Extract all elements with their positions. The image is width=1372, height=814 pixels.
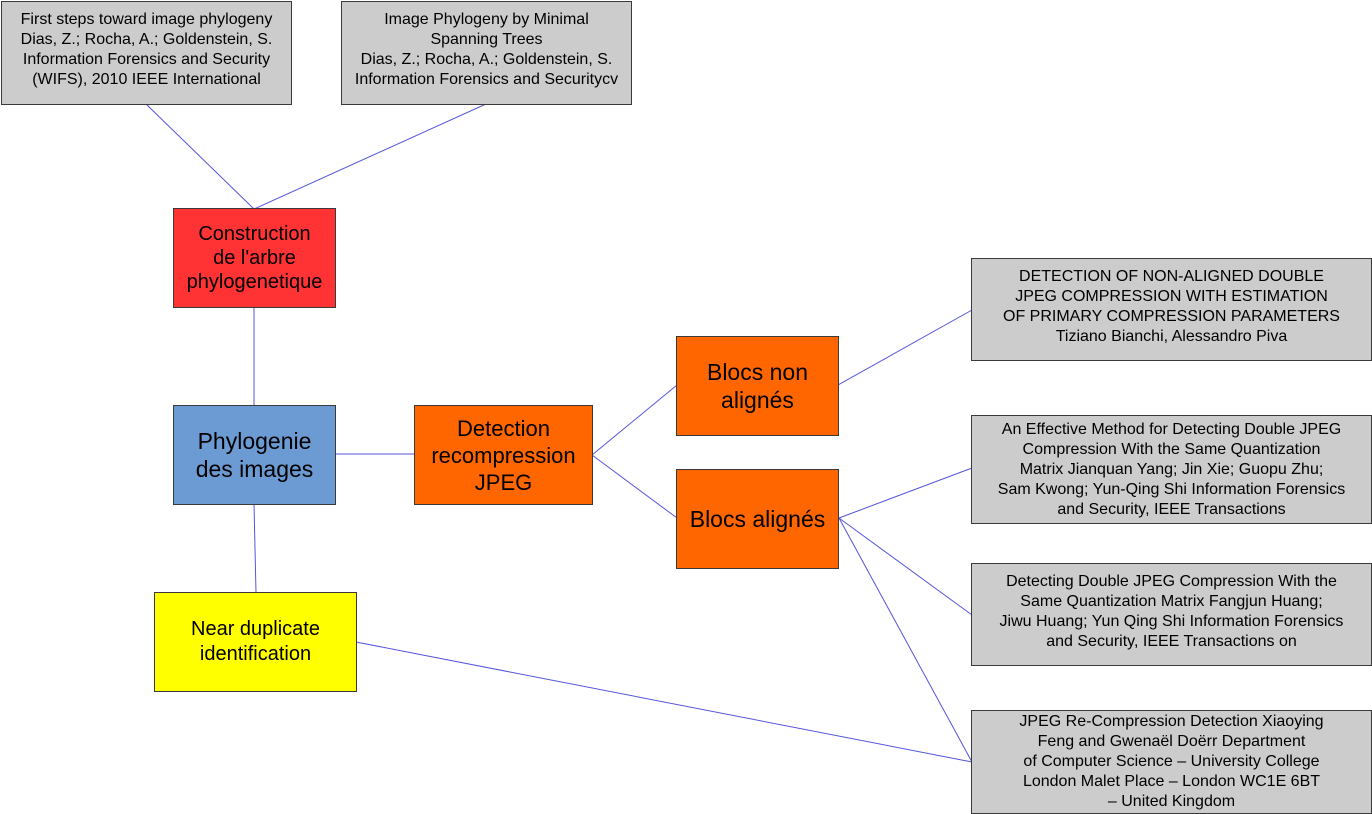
edge-non-alignes-ref	[837, 309, 973, 386]
ref-detecting-double-box: Detecting Double JPEG Compression With t…	[971, 563, 1372, 666]
edge-alignes-detecting-double	[838, 517, 973, 616]
node-text-line: London Malet Place – London WC1E 6BT	[1022, 773, 1321, 790]
node-text-line: Jiwu Huang; Yun Qing Shi Information For…	[999, 612, 1344, 630]
node-text-line: phylogenetique	[186, 271, 323, 293]
node-text-line: Sam Kwong; Yun-Qing Shi Information Fore…	[997, 480, 1346, 498]
edge-detection-alignes	[591, 454, 678, 519]
node-text-line: Near duplicate	[191, 618, 320, 640]
node-text-line: Information Forensics and Securitycv	[354, 71, 619, 88]
edge-near-duplicate-recompression	[355, 641, 973, 763]
edge-first-steps-construction	[145, 103, 255, 210]
node-text-line: – United Kingdom	[1107, 793, 1236, 810]
node-text-line: Construction	[198, 223, 311, 245]
node-text-line: Blocs non	[706, 359, 808, 385]
node-text-line: Information Forensics and Security	[22, 51, 271, 68]
node-text-line: Detection	[457, 415, 550, 441]
edge-alignes-effective-method	[838, 467, 973, 519]
ref-non-aligned-box: DETECTION OF NON-ALIGNED DOUBLE JPEG COMP…	[971, 258, 1372, 361]
node-text-line: An Effective Method for Detecting Double…	[1001, 420, 1342, 438]
node-text-line: DETECTION OF NON-ALIGNED DOUBLE	[1019, 267, 1324, 285]
node-text-line: of Computer Science – University College	[1023, 753, 1320, 770]
node-text-line: Tiziano Bianchi, Alessandro Piva	[1055, 327, 1288, 345]
node-text-line: alignés	[721, 387, 794, 413]
node-text-line: JPEG COMPRESSION WITH ESTIMATION	[1015, 287, 1328, 305]
edge-alignes-recompression	[838, 517, 973, 763]
node-text-line: Image Phylogeny by Minimal	[384, 11, 589, 28]
ref-effective-method-box: An Effective Method for Detecting Double…	[971, 415, 1372, 524]
node-text-line: Blocs alignés	[689, 506, 826, 532]
node-text-line: identification	[199, 643, 312, 665]
near-duplicate-text: Near duplicate identification	[191, 617, 320, 667]
near-duplicate-node: Near duplicate identification	[154, 592, 357, 692]
edge-phylogenie-near-duplicate	[253, 503, 257, 594]
blocs-alignes-text: Blocs alignés	[690, 505, 826, 533]
node-text-line: JPEG	[474, 469, 533, 495]
ref-effective-method-text: An Effective Method for Detecting Double…	[998, 420, 1345, 520]
node-text-line: Dias, Z.; Rocha, A.; Goldenstein, S.	[20, 31, 273, 48]
node-text-line: and Security, IEEE Transactions	[1057, 500, 1286, 518]
node-text-line: JPEG Re-Compression Detection Xiaoying	[1019, 713, 1324, 730]
node-text-line: Compression With the Same Quantization	[1022, 440, 1321, 458]
node-text-line: Spanning Trees	[430, 31, 543, 48]
node-text-line: Detecting Double JPEG Compression With t…	[1006, 572, 1337, 590]
node-text-line: recompression	[431, 442, 576, 468]
edge-minimal-spanning-construction	[253, 103, 487, 210]
node-text-line: and Security, IEEE Transactions on	[1046, 632, 1297, 650]
edge-detection-non-alignes	[591, 384, 678, 456]
node-text-line: Same Quantization Matrix Fangjun Huang;	[1020, 592, 1323, 610]
node-text-line: de l'arbre	[213, 247, 296, 269]
ref-detecting-double-text: Detecting Double JPEG Compression With t…	[1000, 572, 1344, 652]
node-text-line: Dias, Z.; Rocha, A.; Goldenstein, S.	[360, 51, 613, 68]
blocs-alignes-node: Blocs alignés	[676, 469, 839, 569]
node-text-line: First steps toward image phylogeny	[20, 11, 273, 28]
node-text-line: des images	[195, 456, 314, 482]
node-text-line: Phylogenie	[197, 428, 312, 454]
node-text-line: OF PRIMARY COMPRESSION PARAMETERS	[1003, 307, 1340, 325]
ref-non-aligned-text: DETECTION OF NON-ALIGNED DOUBLE JPEG COMP…	[1003, 267, 1340, 347]
node-text-line: (WIFS), 2010 IEEE International	[32, 71, 261, 88]
node-text-line: Matrix Jianquan Yang; Jin Xie; Guopu Zhu…	[1019, 460, 1324, 478]
node-text-line: Feng and Gwenaël Doërr Department	[1037, 733, 1306, 750]
